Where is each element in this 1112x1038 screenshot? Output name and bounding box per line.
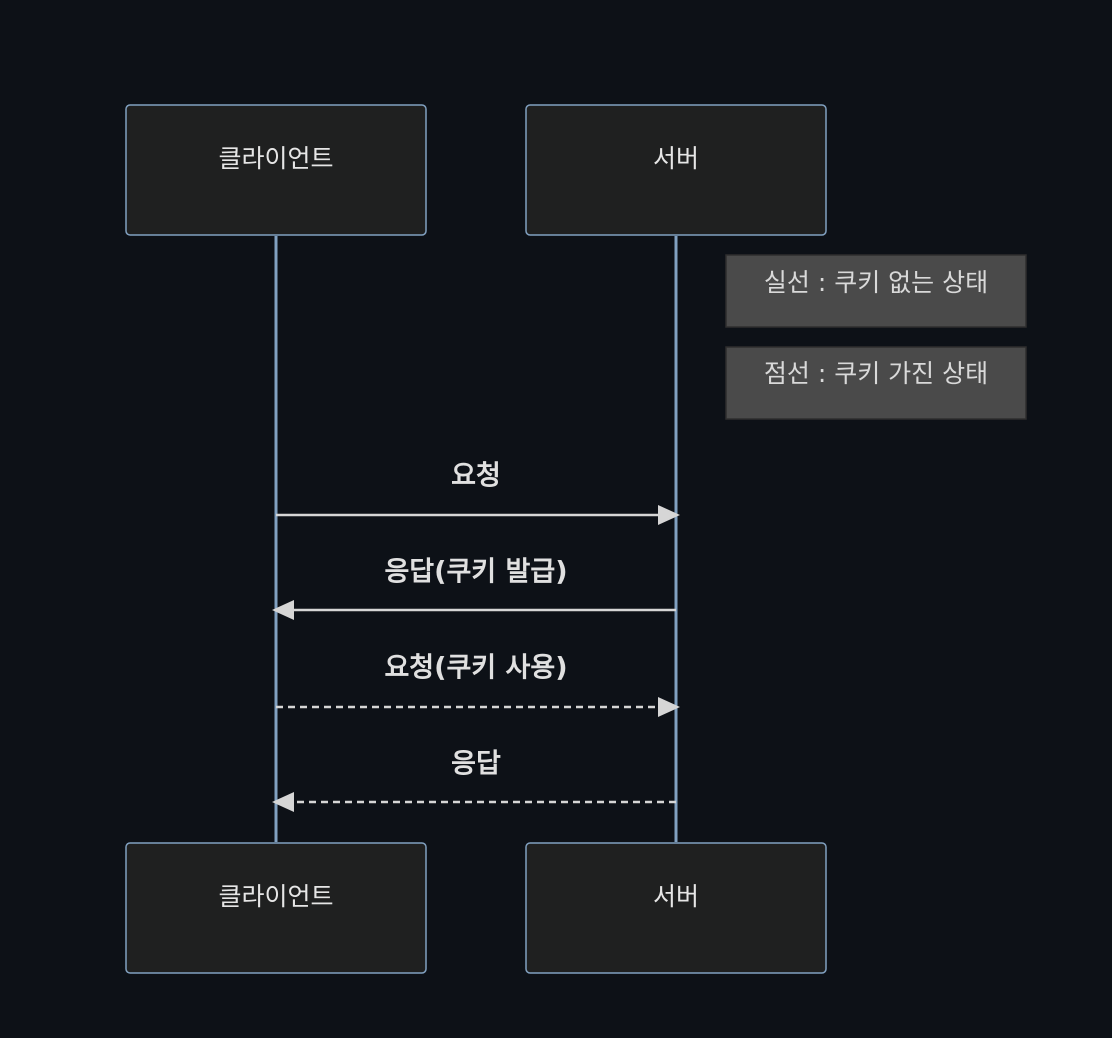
- actor-server-bottom: 서버: [525, 842, 827, 974]
- message-response-cookie-issue-arrowhead: [272, 600, 294, 620]
- message-response-cookie-issue: 응답(쿠키 발급): [272, 557, 676, 620]
- note-dashed-line-text: 점선 : 쿠키 가진 상태: [764, 359, 988, 388]
- note-solid-line-text: 실선 : 쿠키 없는 상태: [764, 268, 988, 297]
- message-request-cookie-use-label: 요청(쿠키 사용): [384, 653, 567, 684]
- actor-client-top: 클라이언트: [125, 104, 427, 236]
- note-solid-line: 실선 : 쿠키 없는 상태: [725, 254, 1027, 328]
- message-response: 응답: [272, 749, 676, 812]
- actor-client-top-label: 클라이언트: [218, 144, 333, 173]
- actor-server-top-label: 서버: [653, 144, 699, 173]
- message-request-cookie-use: 요청(쿠키 사용): [276, 653, 680, 717]
- message-response-label: 응답: [451, 749, 501, 780]
- actor-server-bottom-label: 서버: [653, 882, 699, 911]
- message-request-arrowhead: [658, 505, 680, 525]
- note-dashed-line: 점선 : 쿠키 가진 상태: [725, 346, 1027, 420]
- actor-client-bottom: 클라이언트: [125, 842, 427, 974]
- actor-client-bottom-label: 클라이언트: [218, 882, 333, 911]
- actor-server-top: 서버: [525, 104, 827, 236]
- message-response-cookie-issue-label: 응답(쿠키 발급): [384, 557, 567, 588]
- message-request-cookie-use-arrowhead: [658, 697, 680, 717]
- message-request-label: 요청: [451, 461, 501, 492]
- message-request: 요청: [276, 461, 680, 525]
- message-response-arrowhead: [272, 792, 294, 812]
